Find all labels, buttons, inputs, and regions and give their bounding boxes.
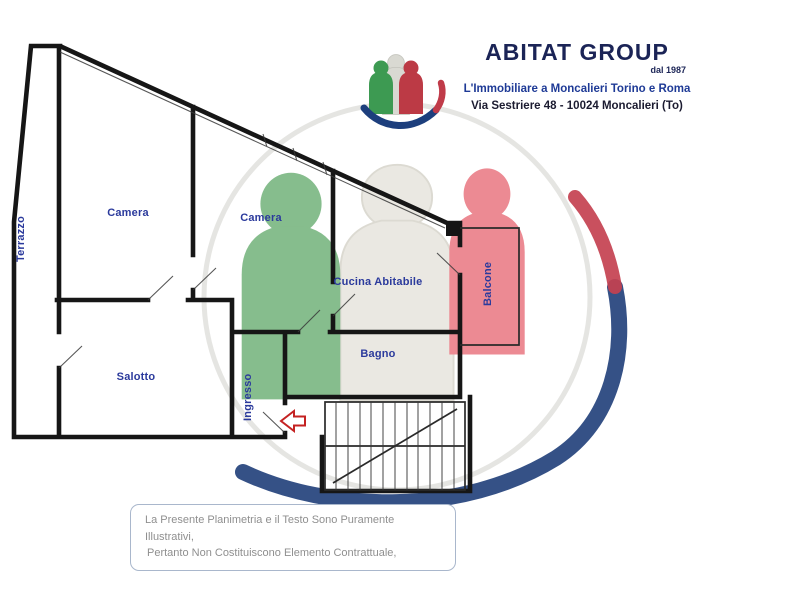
room-label-bagno: Bagno (360, 348, 395, 360)
room-label-camera-2: Camera (240, 212, 282, 224)
agency-logo: ABITAT GROUP dal 1987 L'Immobiliare a Mo… (352, 39, 700, 129)
agency-tagline: L'Immobiliare a Moncalieri Torino e Roma (463, 83, 691, 96)
room-label-balcone: Balcone (482, 262, 494, 306)
logo-swoosh-blue-icon (360, 104, 440, 129)
watermark-figure-green-icon (241, 172, 341, 400)
plan-thin-details (58, 51, 461, 434)
agency-address: Via Sestriere 48 - 10024 Moncalieri (To) (471, 100, 683, 113)
agency-name: ABITAT GROUP (485, 39, 669, 65)
plan-walls (11, 43, 473, 494)
room-label-terrazzo: Terrazzo (15, 216, 27, 262)
plan-drawing (11, 43, 520, 494)
room-label-salotto: Salotto (117, 371, 156, 383)
plan-pillar (446, 221, 461, 236)
room-labels: Terrazzo Camera Camera Cucina Abitabile … (15, 207, 494, 421)
agency-logo-icon (360, 54, 446, 129)
logo-swoosh-red-icon (432, 79, 446, 114)
disclaimer-line-2: Pertanto Non Costituiscono Elemento Cont… (147, 547, 397, 559)
disclaimer-box: La Presente Planimetria e il Testo Sono … (130, 504, 456, 571)
watermark (201, 101, 628, 511)
balcony-outline (460, 227, 520, 346)
disclaimer-line-1: La Presente Planimetria e il Testo Sono … (145, 514, 395, 543)
room-label-ingresso: Ingresso (242, 373, 254, 421)
watermark-swoosh-icon (235, 190, 628, 511)
stairs (324, 401, 466, 491)
agency-since: dal 1987 (650, 65, 686, 76)
room-label-camera-1: Camera (107, 207, 149, 219)
entrance-arrow-icon (279, 408, 306, 434)
room-label-cucina: Cucina Abitabile (334, 276, 423, 288)
